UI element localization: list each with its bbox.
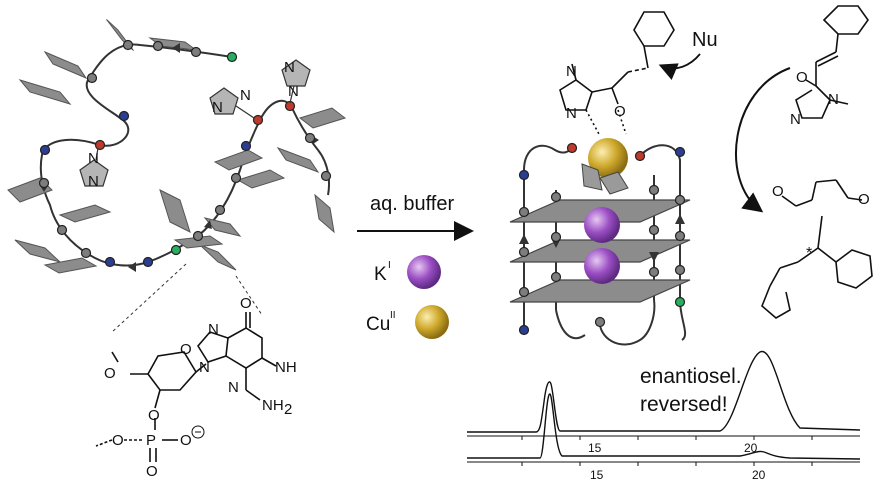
bottom-axis-ticks bbox=[521, 462, 813, 466]
svg-text:O: O bbox=[240, 295, 252, 312]
svg-text:O: O bbox=[772, 183, 784, 200]
nucleotide-atom-labels: O O O N N O NH N NH 2 O P O O bbox=[104, 295, 297, 480]
bottom-tick-20: 20 bbox=[752, 468, 766, 482]
potassium-ion-upper bbox=[584, 207, 620, 243]
conversion-arrow bbox=[735, 67, 791, 213]
svg-text:NH: NH bbox=[262, 397, 284, 414]
svg-text:O: O bbox=[104, 365, 116, 382]
phosphate-nodes bbox=[38, 39, 332, 268]
svg-text:N: N bbox=[566, 105, 577, 122]
svg-text:O: O bbox=[148, 407, 160, 424]
svg-text:N: N bbox=[228, 379, 239, 396]
strand-direction-arrows bbox=[39, 43, 319, 272]
bottom-tick-15: 15 bbox=[590, 468, 604, 482]
chromatogram-annotation-line1: enantiosel. bbox=[640, 365, 742, 388]
svg-text:O: O bbox=[180, 341, 192, 358]
base-plates bbox=[7, 19, 347, 274]
single-strand-dna: N N N N N N bbox=[7, 19, 347, 333]
stereocenter-asterisk: * bbox=[806, 245, 812, 262]
ion-legend: K I Cu II bbox=[366, 255, 449, 339]
svg-text:NH: NH bbox=[275, 359, 297, 376]
reactant-structure bbox=[795, 5, 869, 119]
top-tick-15: 15 bbox=[588, 441, 602, 455]
chromatogram-bottom-trace bbox=[467, 393, 861, 460]
zoom-leader-right bbox=[235, 275, 263, 316]
svg-text:N: N bbox=[828, 91, 839, 108]
potassium-charge: I bbox=[388, 260, 391, 271]
guanosine-nucleotide-structure bbox=[95, 312, 277, 462]
imidazole-n-label: N bbox=[288, 83, 299, 100]
zoom-leader-left bbox=[111, 263, 187, 333]
copper-charge: II bbox=[390, 310, 396, 321]
imidazole-n-label: N bbox=[240, 87, 251, 104]
svg-text:O: O bbox=[112, 432, 124, 449]
product-structure bbox=[761, 179, 873, 319]
imidazole-rings bbox=[79, 59, 311, 187]
chromatogram-top-trace bbox=[467, 351, 861, 433]
reaction-arrow: aq. buffer bbox=[357, 193, 474, 241]
svg-text:P: P bbox=[146, 432, 156, 449]
potassium-symbol: K bbox=[374, 264, 387, 285]
nucleophile-label: Nu bbox=[692, 29, 718, 51]
reaction-arrow-label: aq. buffer bbox=[370, 193, 454, 215]
top-tick-20: 20 bbox=[744, 441, 758, 455]
svg-text:2: 2 bbox=[284, 401, 292, 418]
svg-text:N: N bbox=[208, 321, 219, 338]
imidazole-n-label: N bbox=[284, 59, 295, 76]
imidazole-n-label: N bbox=[88, 150, 99, 167]
svg-text:N: N bbox=[566, 63, 577, 80]
svg-text:O: O bbox=[796, 69, 808, 86]
svg-text:O: O bbox=[146, 463, 158, 480]
svg-text:O: O bbox=[180, 432, 192, 449]
svg-text:O: O bbox=[858, 191, 870, 208]
chromatogram-annotation-line2: reversed! bbox=[640, 393, 728, 416]
svg-text:N: N bbox=[790, 111, 801, 128]
imidazole-n-label: N bbox=[88, 173, 99, 190]
copper-ion-in-complex bbox=[588, 138, 628, 178]
top-axis-ticks bbox=[521, 436, 813, 440]
copper-symbol: Cu bbox=[366, 314, 390, 335]
svg-text:N: N bbox=[199, 359, 210, 376]
copper-ion-sphere bbox=[415, 305, 449, 339]
chromatogram: enantiosel. reversed! 15 20 15 20 bbox=[467, 351, 861, 482]
potassium-ion-sphere bbox=[407, 255, 441, 289]
potassium-ion-lower bbox=[584, 248, 620, 284]
g-quadruplex: N N O Nu bbox=[509, 11, 718, 346]
svg-text:O: O bbox=[614, 103, 626, 120]
imidazole-n-label: N bbox=[212, 99, 223, 116]
